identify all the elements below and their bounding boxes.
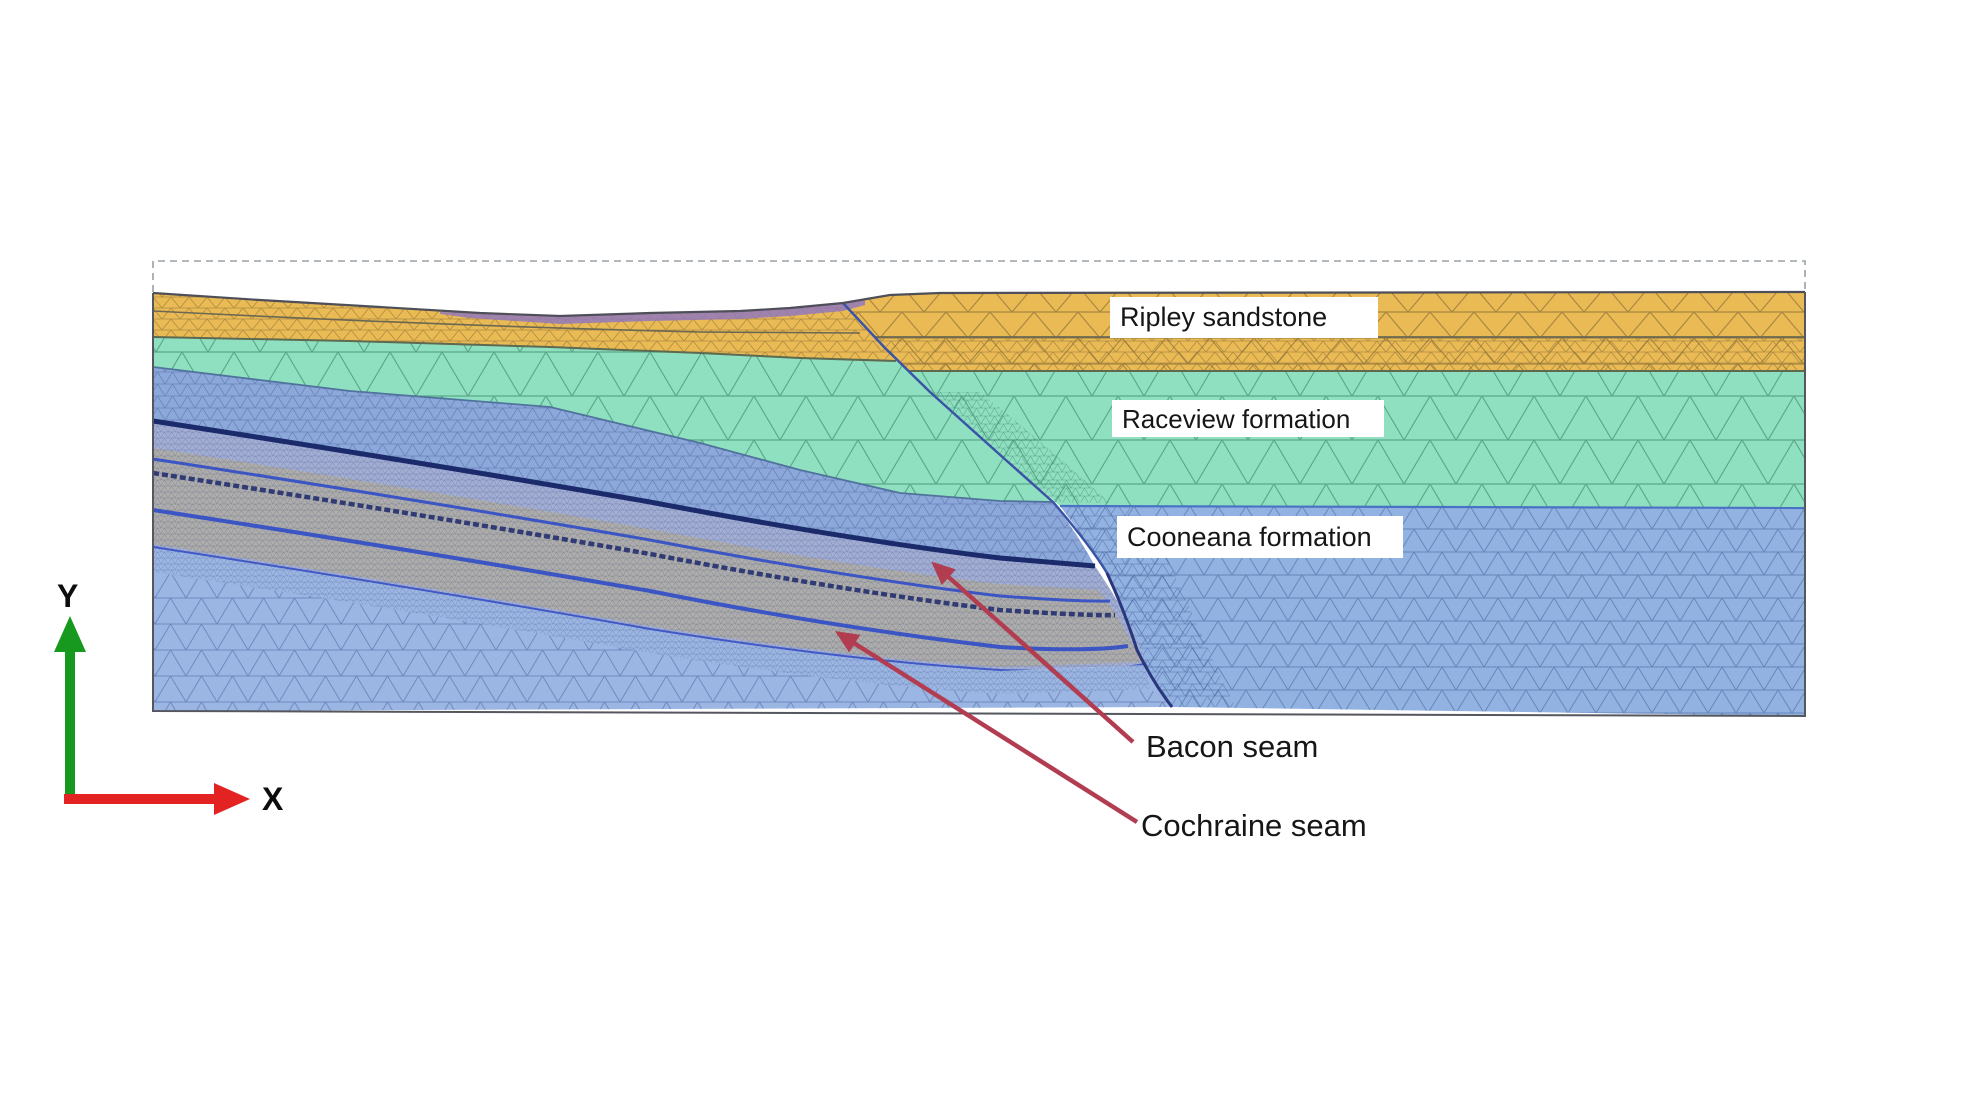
coordinate-axes <box>54 616 250 815</box>
cochraine-seam-arrow <box>835 631 1139 824</box>
seam-line-speckled <box>152 470 1116 618</box>
annotation-arrows <box>835 561 1139 824</box>
bacon-seam-arrow <box>931 561 1135 744</box>
cochraine-seam-line <box>152 508 1129 652</box>
cooneana-formation-layer <box>152 366 1806 716</box>
surface-purple-band <box>440 299 865 324</box>
ripley-sandstone-label: Ripley sandstone <box>1110 297 1378 338</box>
y-axis-label: Y <box>57 578 79 614</box>
y-axis-arrowhead <box>54 616 86 652</box>
cooneana-formation-label: Cooneana formation <box>1117 516 1403 558</box>
raceview-formation-label-text: Raceview formation <box>1122 403 1351 434</box>
mesh-outline <box>152 290 1806 718</box>
x-axis-label: X <box>262 781 284 817</box>
fault-line <box>842 302 1174 708</box>
seam-line-upper-blue <box>152 457 1111 603</box>
raceview-formation-label: Raceview formation <box>1112 400 1384 437</box>
coal-seam-package <box>152 418 1146 674</box>
ripley-sandstone-label-text: Ripley sandstone <box>1120 302 1328 332</box>
bacon-seam-label: Bacon seam <box>1146 729 1319 764</box>
bacon-seam-line <box>152 418 1096 569</box>
x-axis-arrowhead <box>214 783 250 815</box>
cochraine-seam-label: Cochraine seam <box>1141 808 1367 843</box>
cooneana-formation-label-text: Cooneana formation <box>1127 521 1372 552</box>
model-boundary-dashed <box>152 260 1806 292</box>
